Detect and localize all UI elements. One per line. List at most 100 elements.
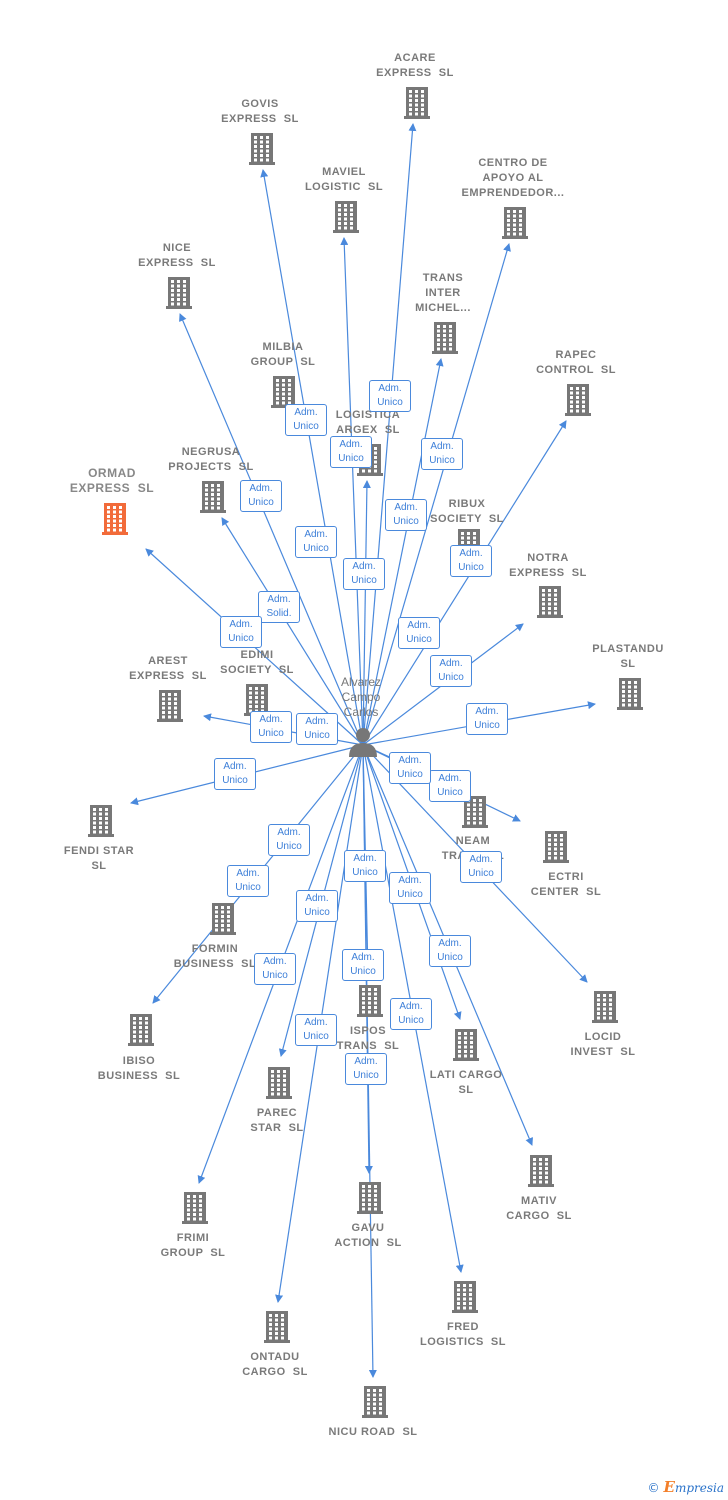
role-tag-argex[interactable]: Adm. Unico [343, 558, 385, 590]
edge-maviel [340, 237, 364, 746]
formin-building-icon[interactable] [210, 903, 236, 935]
role-tag-trans[interactable]: Adm. Unico [385, 499, 427, 531]
role-tag-ormad[interactable]: Adm. Unico [220, 616, 262, 648]
role-tag-maviel[interactable]: Adm. Unico [330, 436, 372, 468]
role-tag-nice[interactable]: Adm. Unico [240, 480, 282, 512]
company-label-ispos[interactable]: ISPOS TRANS SL [336, 1025, 400, 1052]
edge-govis [260, 169, 364, 746]
company-label-rapec[interactable]: RAPEC CONTROL SL [536, 349, 616, 376]
role-tag-negrusa[interactable]: Adm. Solid. [258, 591, 300, 623]
company-label-notra[interactable]: NOTRA EXPRESS SL [509, 552, 587, 579]
role-tag-extra[interactable]: Adm. Unico [398, 617, 440, 649]
lati-building-icon[interactable] [453, 1029, 479, 1061]
ontadu-building-icon[interactable] [264, 1311, 290, 1343]
role-tag-nicu[interactable]: Adm. Unico [345, 1053, 387, 1085]
gavu-building-icon[interactable] [357, 1182, 383, 1214]
role-tag-mativ[interactable]: Adm. Unico [389, 872, 431, 904]
company-label-ontadu[interactable]: ONTADU CARGO SL [242, 1351, 308, 1378]
ispos-building-icon[interactable] [357, 985, 383, 1017]
role-tag-frimi[interactable]: Adm. Unico [254, 953, 296, 985]
empresia-credit[interactable]: ©Empresia [648, 1478, 725, 1496]
locid-building-icon[interactable] [592, 991, 618, 1023]
company-label-ribux[interactable]: RIBUX SOCIETY SL [430, 498, 504, 525]
role-tag-plastandu[interactable]: Adm. Unico [466, 703, 508, 735]
role-tag-acare[interactable]: Adm. Unico [369, 380, 411, 412]
company-label-arest[interactable]: AREST EXPRESS SL [129, 655, 207, 682]
copyright-symbol: © [647, 1481, 660, 1495]
company-label-govis[interactable]: GOVIS EXPRESS SL [221, 98, 299, 125]
role-tag-ectri[interactable]: Adm. Unico [389, 752, 431, 784]
role-tag-ispos[interactable]: Adm. Unico [342, 949, 384, 981]
role-tag-govis[interactable]: Adm. Unico [285, 404, 327, 436]
company-label-plastandu[interactable]: PLASTANDU SL [592, 643, 664, 670]
company-label-maviel[interactable]: MAVIEL LOGISTIC SL [304, 166, 384, 193]
role-tag-extra[interactable]: Adm. Unico [295, 526, 337, 558]
company-label-nicu[interactable]: NICU ROAD SL [328, 1426, 418, 1438]
mativ-building-icon[interactable] [528, 1155, 554, 1187]
company-label-lati[interactable]: LATI CARGO SL [429, 1069, 503, 1096]
person-icon[interactable] [349, 728, 377, 757]
ormad-building-icon[interactable] [102, 503, 128, 535]
company-label-nice[interactable]: NICE EXPRESS SL [138, 242, 216, 269]
plastandu-building-icon[interactable] [617, 678, 643, 710]
role-tag-locid[interactable]: Adm. Unico [460, 851, 502, 883]
role-tag-rapec[interactable]: Adm. Unico [450, 545, 492, 577]
role-tag-notra[interactable]: Adm. Unico [430, 655, 472, 687]
milbia-building-icon[interactable] [271, 376, 297, 408]
role-tag-ibiso[interactable]: Adm. Unico [227, 865, 269, 897]
company-label-centro[interactable]: CENTRO DE APOYO AL EMPRENDEDOR... [461, 157, 565, 199]
nicu-building-icon[interactable] [362, 1386, 388, 1418]
arest-building-icon[interactable] [157, 690, 183, 722]
ibiso-building-icon[interactable] [128, 1014, 154, 1046]
role-tag-fred[interactable]: Adm. Unico [390, 998, 432, 1030]
fred-building-icon[interactable] [452, 1281, 478, 1313]
company-label-parec[interactable]: PAREC STAR SL [250, 1107, 304, 1134]
company-label-milbia[interactable]: MILBIA GROUP SL [250, 341, 316, 368]
govis-building-icon[interactable] [249, 133, 275, 165]
role-tag-arest[interactable]: Adm. Unico [250, 711, 292, 743]
role-tag-centro[interactable]: Adm. Unico [421, 438, 463, 470]
edge-argex [362, 480, 371, 746]
person-name[interactable]: Alvarez Campo Carlos [340, 675, 382, 719]
role-tag-extra[interactable]: Adm. Unico [268, 824, 310, 856]
role-tag-fendi[interactable]: Adm. Unico [214, 758, 256, 790]
company-label-fred[interactable]: FRED LOGISTICS SL [420, 1321, 506, 1348]
company-label-formin[interactable]: FORMIN BUSINESS SL [173, 943, 257, 970]
nice-building-icon[interactable] [166, 277, 192, 309]
company-label-trans[interactable]: TRANS INTER MICHEL... [415, 272, 471, 314]
edge-nice [179, 313, 364, 746]
maviel-building-icon[interactable] [333, 201, 359, 233]
frimi-building-icon[interactable] [182, 1192, 208, 1224]
company-label-gavu[interactable]: GAVU ACTION SL [334, 1222, 402, 1249]
role-tag-lati[interactable]: Adm. Unico [429, 935, 471, 967]
company-label-frimi[interactable]: FRIMI GROUP SL [160, 1232, 226, 1259]
company-label-ormad[interactable]: ORMAD EXPRESS SL [69, 466, 155, 495]
trans-building-icon[interactable] [432, 322, 458, 354]
edge-trans [362, 358, 444, 746]
role-tag-parec[interactable]: Adm. Unico [296, 890, 338, 922]
company-label-mativ[interactable]: MATIV CARGO SL [506, 1195, 572, 1222]
company-label-negrusa[interactable]: NEGRUSA PROJECTS SL [168, 446, 254, 473]
ectri-building-icon[interactable] [543, 831, 569, 863]
company-label-argex[interactable]: LOGISTICA ARGEX SL [335, 409, 401, 436]
acare-building-icon[interactable] [404, 87, 430, 119]
company-label-edimi[interactable]: EDIMI SOCIETY SL [220, 649, 294, 676]
negrusa-building-icon[interactable] [200, 481, 226, 513]
notra-building-icon[interactable] [537, 586, 563, 618]
role-tag-neam[interactable]: Adm. Unico [429, 770, 471, 802]
edge-rapec [362, 420, 567, 746]
company-label-locid[interactable]: LOCID INVEST SL [570, 1031, 636, 1058]
company-label-fendi[interactable]: FENDI STAR SL [63, 845, 135, 872]
centro-building-icon[interactable] [502, 207, 528, 239]
rapec-building-icon[interactable] [565, 384, 591, 416]
company-label-acare[interactable]: ACARE EXPRESS SL [376, 52, 454, 79]
neam-building-icon[interactable] [462, 796, 488, 828]
role-tag-ontadu[interactable]: Adm. Unico [295, 1014, 337, 1046]
company-label-ibiso[interactable]: IBISO BUSINESS SL [97, 1055, 181, 1082]
role-tag-gavu[interactable]: Adm. Unico [344, 850, 386, 882]
role-tag-extra[interactable]: Adm. Unico [296, 713, 338, 745]
company-label-ectri[interactable]: ECTRI CENTER SL [530, 871, 602, 898]
edge-acare [362, 123, 417, 746]
parec-building-icon[interactable] [266, 1067, 292, 1099]
fendi-building-icon[interactable] [88, 805, 114, 837]
